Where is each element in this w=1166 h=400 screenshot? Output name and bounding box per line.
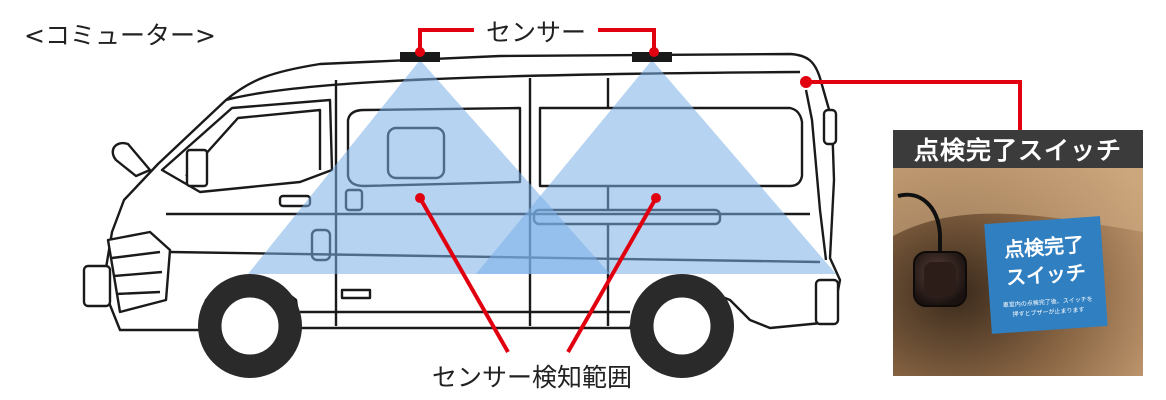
sensor-rear <box>632 52 672 62</box>
sensor-rear-dot <box>649 47 659 57</box>
sensor-front-dot <box>415 47 425 57</box>
detection-range-front <box>248 60 610 274</box>
rear-wheel <box>630 274 734 378</box>
switch-title: 点検完了スイッチ <box>893 130 1143 168</box>
front-wheel <box>198 274 302 378</box>
sensor-label: センサー <box>486 18 586 47</box>
switch-photo: 点検完了 スイッチ 車室内の点検完了後、スイッチを 押すとブザーが止まります <box>893 168 1143 376</box>
switch-location-dot <box>800 76 812 88</box>
detection-rear-dot <box>651 193 661 203</box>
sticker-line2: スイッチ <box>1005 260 1086 290</box>
sticker-line1: 点検完了 <box>1003 232 1084 262</box>
detection-callout <box>418 197 658 353</box>
switch-callout <box>806 80 1022 130</box>
detection-range-label: センサー検知範囲 <box>432 363 632 392</box>
detection-front-dot <box>415 193 425 203</box>
vehicle-label: <コミューター> <box>24 21 216 50</box>
sensor-callout <box>418 28 656 52</box>
detection-range-rear <box>476 60 836 274</box>
